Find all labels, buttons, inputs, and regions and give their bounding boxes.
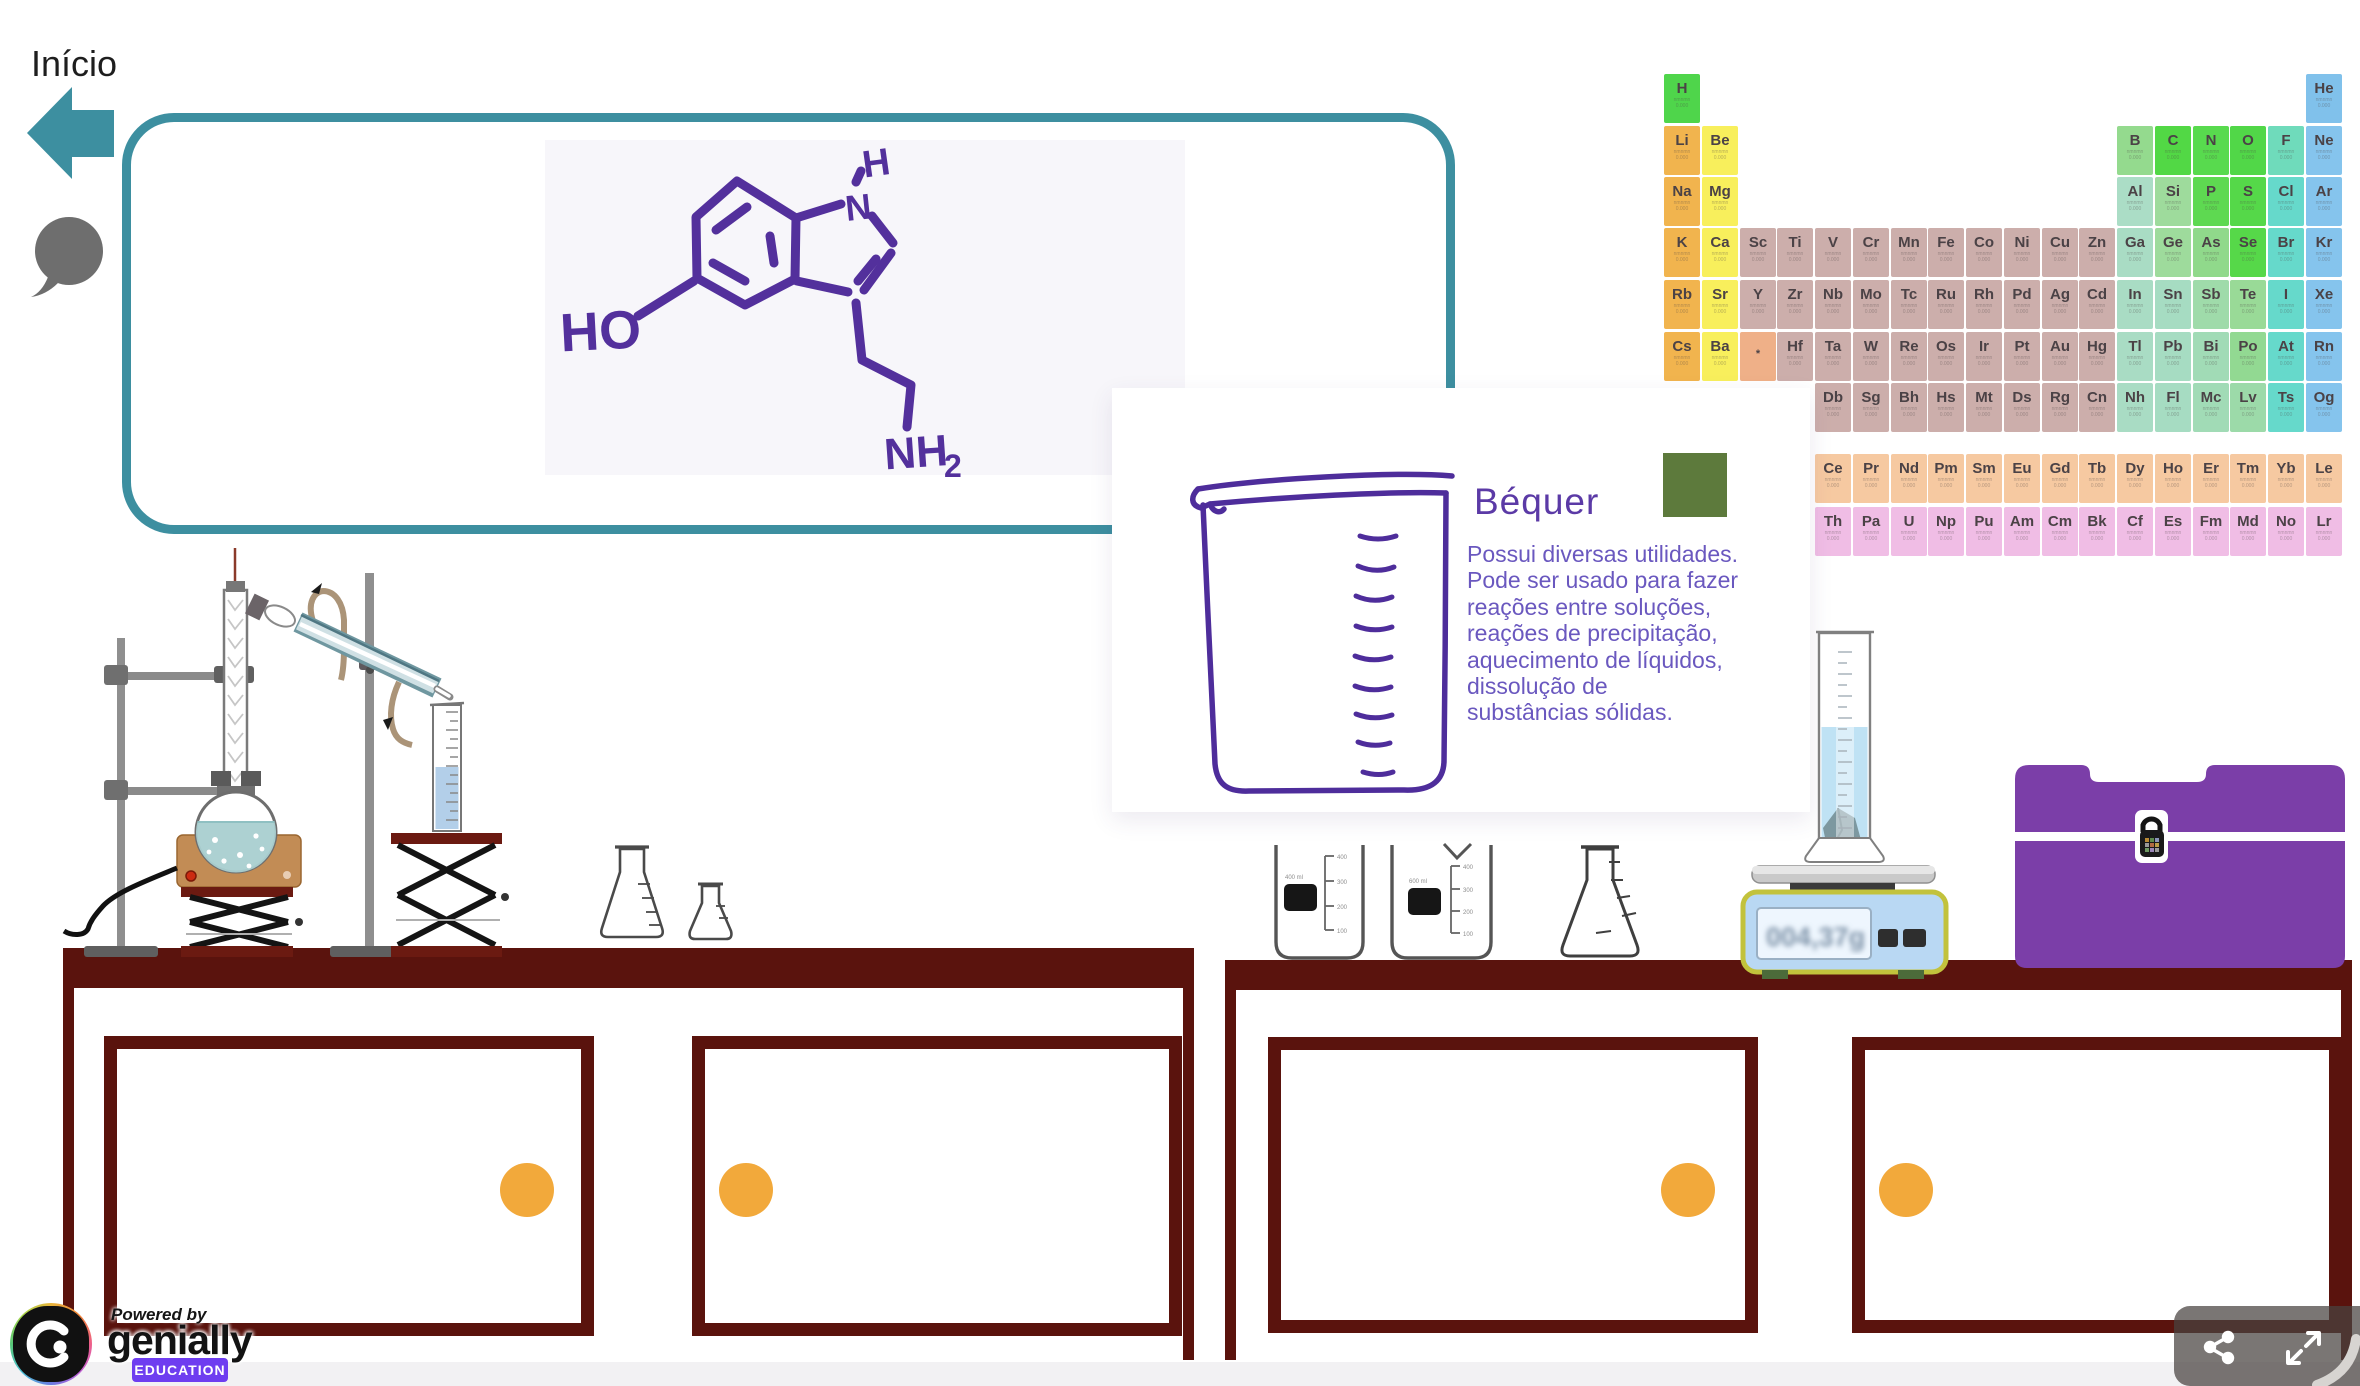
svg-text:300: 300 — [1463, 888, 1474, 894]
svg-text:N: N — [843, 185, 873, 228]
svg-text:100: 100 — [1463, 932, 1474, 938]
svg-text:400 ml: 400 ml — [1285, 875, 1303, 881]
svg-text:004,37g: 004,37g — [1766, 922, 1865, 952]
svg-text:NH: NH — [883, 426, 950, 479]
svg-text:100: 100 — [1337, 929, 1348, 935]
svg-text:600 ml: 600 ml — [1409, 879, 1427, 885]
svg-text:2: 2 — [944, 448, 962, 484]
svg-text:400: 400 — [1337, 855, 1348, 861]
svg-text:200: 200 — [1463, 910, 1474, 916]
svg-text:200: 200 — [1337, 905, 1348, 911]
svg-text:300: 300 — [1337, 880, 1348, 886]
svg-text:H: H — [860, 141, 893, 186]
svg-text:400: 400 — [1463, 865, 1474, 871]
svg-text:HO: HO — [559, 299, 643, 363]
